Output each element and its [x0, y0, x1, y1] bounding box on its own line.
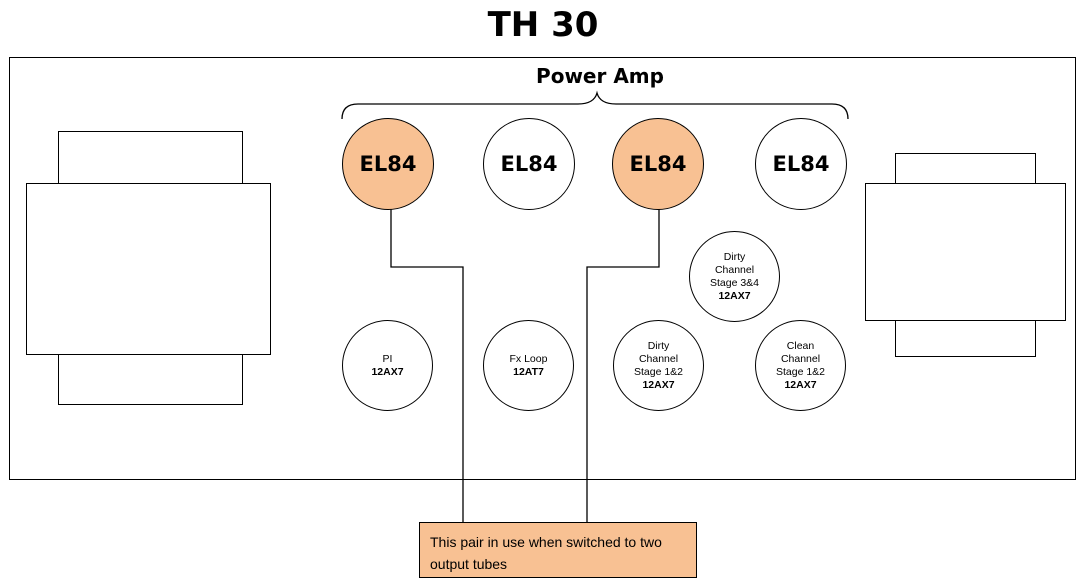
preamp-tube-fx-loop: Fx Loop 12AT7 — [483, 320, 574, 411]
power-tube-1: EL84 — [342, 118, 434, 210]
power-tube-3: EL84 — [612, 118, 704, 210]
tube-type-label: 12AX7 — [642, 378, 675, 391]
power-tube-2: EL84 — [483, 118, 575, 210]
power-tube-label: EL84 — [500, 152, 558, 176]
tube-type-label: 12AX7 — [718, 289, 751, 302]
power-tube-label: EL84 — [359, 152, 417, 176]
left-transformer-core — [26, 183, 271, 355]
tube-function-label: PI — [382, 352, 393, 365]
power-amp-label: Power Amp — [536, 64, 664, 88]
preamp-tube-dirty-1-2: Dirty Channel Stage 1&2 12AX7 — [613, 320, 704, 411]
right-transformer-bottom — [895, 319, 1036, 357]
tube-type-label: 12AT7 — [513, 365, 544, 378]
tube-type-label: 12AX7 — [784, 378, 817, 391]
note-box: This pair in use when switched to two ou… — [419, 522, 697, 578]
tube-function-label: Clean Channel Stage 1&2 — [775, 339, 826, 378]
power-amp-brace — [341, 90, 849, 120]
power-tube-label: EL84 — [629, 152, 687, 176]
tube-function-label: Dirty Channel Stage 1&2 — [633, 339, 684, 378]
preamp-tube-pi: PI 12AX7 — [342, 320, 433, 411]
preamp-tube-dirty-3-4: Dirty Channel Stage 3&4 12AX7 — [689, 231, 780, 322]
preamp-tube-clean-1-2: Clean Channel Stage 1&2 12AX7 — [755, 320, 846, 411]
left-transformer-top — [58, 131, 243, 185]
tube-function-label: Fx Loop — [509, 352, 548, 365]
amp-chassis — [9, 57, 1076, 480]
tube-type-label: 12AX7 — [371, 365, 404, 378]
right-transformer-top — [895, 153, 1036, 185]
power-tube-label: EL84 — [772, 152, 830, 176]
left-transformer-bottom — [58, 353, 243, 405]
power-tube-4: EL84 — [755, 118, 847, 210]
tube-function-label: Dirty Channel Stage 3&4 — [709, 250, 760, 289]
connector-line-right — [586, 207, 660, 522]
right-transformer-core — [865, 183, 1066, 321]
diagram-title: TH 30 — [487, 5, 599, 45]
connector-line-left — [390, 207, 464, 522]
